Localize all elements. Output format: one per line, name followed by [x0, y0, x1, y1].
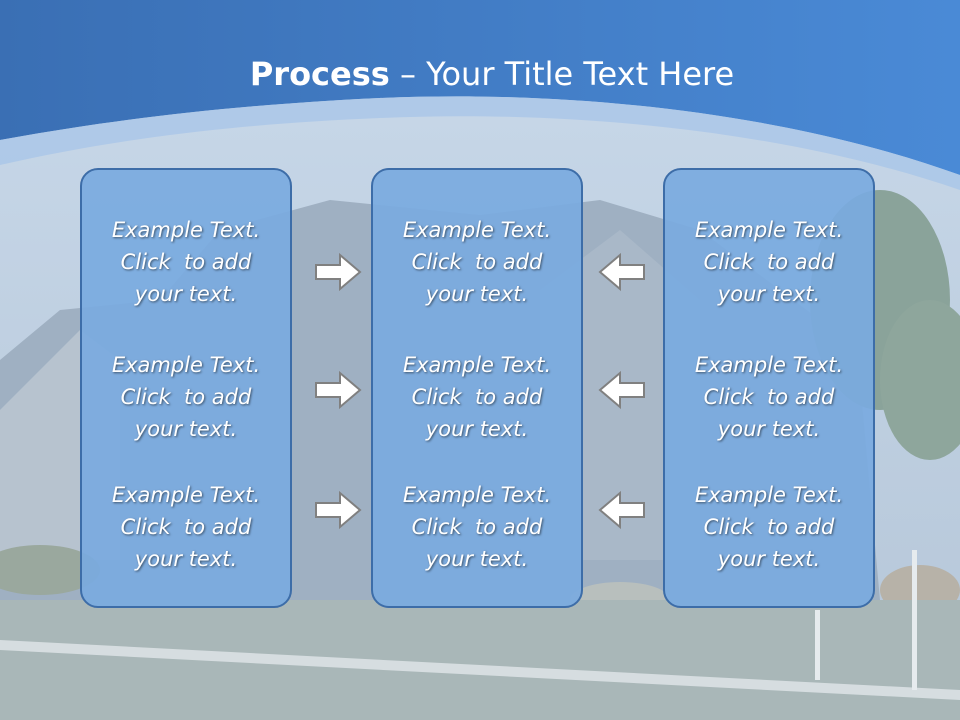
text-line: your text. — [717, 547, 821, 571]
arrow-right-icon — [315, 370, 362, 410]
arrow-left-icon — [598, 490, 645, 530]
text-line: Example Text. — [694, 353, 844, 377]
text-block[interactable]: Example Text. Click to add your text. — [373, 349, 581, 445]
text-line: your text. — [134, 547, 238, 571]
text-block[interactable]: Example Text. Click to add your text. — [665, 349, 873, 445]
text-line: Example Text. — [694, 218, 844, 242]
text-block[interactable]: Example Text. Click to add your text. — [373, 214, 581, 310]
text-line: your text. — [717, 417, 821, 441]
text-line: your text. — [134, 282, 238, 306]
text-line: Example Text. — [111, 483, 261, 507]
text-line: Example Text. — [402, 218, 552, 242]
text-line: Click to add — [120, 385, 252, 409]
text-line: Click to add — [120, 515, 252, 539]
arrow-right-icon — [315, 252, 362, 292]
text-line: Example Text. — [694, 483, 844, 507]
text-line: Example Text. — [402, 353, 552, 377]
text-block[interactable]: Example Text. Click to add your text. — [82, 214, 290, 310]
text-block[interactable]: Example Text. Click to add your text. — [82, 349, 290, 445]
text-line: Click to add — [703, 385, 835, 409]
text-block[interactable]: Example Text. Click to add your text. — [665, 479, 873, 575]
arrow-left-icon — [598, 252, 645, 292]
text-line: your text. — [134, 417, 238, 441]
slide-title[interactable]: Process – Your Title Text Here — [0, 52, 960, 96]
text-line: Click to add — [411, 250, 543, 274]
text-line: your text. — [425, 417, 529, 441]
arrow-right-icon — [315, 490, 362, 530]
process-box-1[interactable]: Example Text. Click to add your text. Ex… — [80, 168, 292, 608]
text-line: Example Text. — [111, 218, 261, 242]
text-block[interactable]: Example Text. Click to add your text. — [82, 479, 290, 575]
process-box-2[interactable]: Example Text. Click to add your text. Ex… — [371, 168, 583, 608]
text-line: your text. — [425, 282, 529, 306]
text-line: Click to add — [411, 515, 543, 539]
text-block[interactable]: Example Text. Click to add your text. — [373, 479, 581, 575]
process-box-3[interactable]: Example Text. Click to add your text. Ex… — [663, 168, 875, 608]
text-line: your text. — [425, 547, 529, 571]
text-line: Example Text. — [111, 353, 261, 377]
title-rest: – Your Title Text Here — [389, 55, 735, 93]
arrow-left-icon — [598, 370, 645, 410]
text-line: your text. — [717, 282, 821, 306]
text-block[interactable]: Example Text. Click to add your text. — [665, 214, 873, 310]
text-line: Example Text. — [402, 483, 552, 507]
title-bold: Process — [249, 55, 390, 93]
text-line: Click to add — [703, 515, 835, 539]
text-line: Click to add — [411, 385, 543, 409]
text-line: Click to add — [703, 250, 835, 274]
text-line: Click to add — [120, 250, 252, 274]
